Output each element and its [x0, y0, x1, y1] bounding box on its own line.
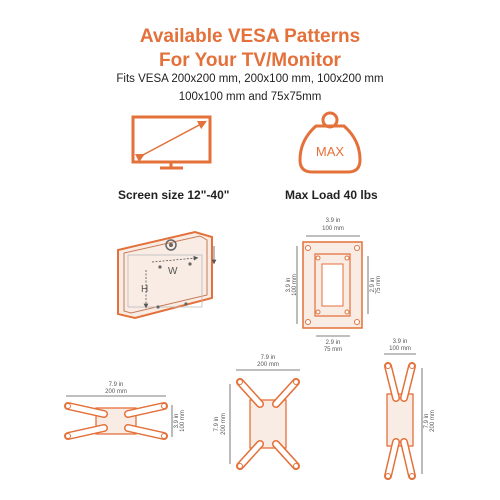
screen-size-label: Screen size 12"-40" — [118, 188, 230, 202]
plate-100-bottom-mm: 75 mm — [324, 347, 342, 353]
vesa-plate-100: 3.9 in 100 mm 3.9 in 100 mm 2.9 in 75 mm… — [286, 218, 382, 353]
arm-200x200-top-in: 7.9 in — [261, 355, 276, 361]
plate-100-left-in: 3.9 in — [286, 278, 292, 293]
plate-100-right-in: 2.9 in — [370, 278, 376, 293]
max-load-label: Max Load 40 lbs — [285, 188, 378, 202]
vesa-arms-200x100: 7.9 in 200 mm 3.9 in 100 mm — [64, 382, 186, 440]
arm-200x100-top-mm: 200 mm — [105, 389, 127, 395]
arm-200x200-side-in: 7.9 in — [214, 417, 220, 432]
plate-100-top-in: 3.9 in — [326, 218, 341, 224]
subtitle-line-1: Fits VESA 200x200 mm, 200x100 mm, 100x20… — [116, 73, 384, 85]
tv-back-diagram: W H — [117, 230, 217, 320]
plate-100-top-mm: 100 mm — [322, 226, 344, 232]
weight-max-label: MAX — [316, 144, 345, 159]
width-label: W — [168, 266, 178, 277]
monitor-icon — [131, 115, 212, 170]
plate-100-left-mm: 100 mm — [292, 274, 298, 296]
arm-200x100-side-mm: 100 mm — [180, 410, 186, 432]
vesa-arms-200x200: 7.9 in 200 mm 7.9 in 200 mm — [214, 355, 300, 470]
vesa-arms-100x200: 3.9 in 100 mm 7.9 in 200 mm — [384, 339, 436, 480]
plate-100-bottom-in: 2.9 in — [326, 340, 341, 346]
subtitle-line-2: 100x100 mm and 75x75mm — [178, 91, 322, 103]
height-label: H — [141, 284, 148, 295]
weight-icon: MAX — [298, 111, 362, 174]
arm-200x100-top-in: 7.9 in — [109, 382, 124, 388]
arm-200x200-top-mm: 200 mm — [257, 362, 279, 368]
arm-100x200-side-mm: 200 mm — [430, 410, 436, 432]
arm-200x100-side-in: 3.9 in — [174, 414, 180, 429]
arm-200x200-side-mm: 200 mm — [221, 413, 227, 435]
title-line-2: For Your TV/Monitor — [159, 50, 341, 71]
plate-100-right-mm: 75 mm — [376, 276, 382, 294]
arm-100x200-top-in: 3.9 in — [393, 339, 408, 345]
title-line-1: Available VESA Patterns — [139, 26, 361, 47]
arm-100x200-top-mm: 100 mm — [389, 346, 411, 352]
arm-100x200-side-in: 7.9 in — [424, 414, 430, 429]
